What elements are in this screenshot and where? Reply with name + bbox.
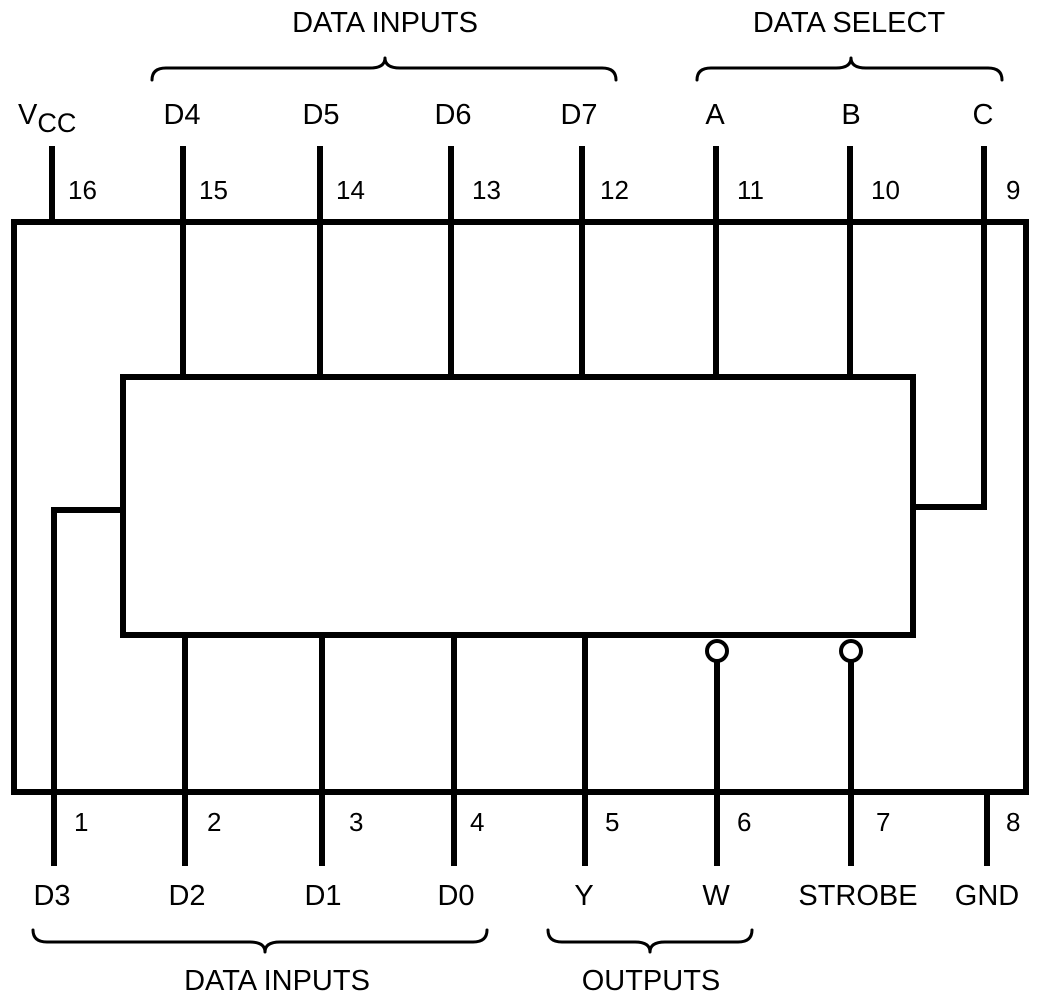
pin-14-name: D5 (302, 99, 339, 131)
package-outline (11, 219, 1029, 795)
pin-4-number: 4 (470, 807, 484, 837)
pin-4-name: D0 (437, 880, 474, 912)
pin-6-number: 6 (737, 807, 751, 837)
pin-9-number: 9 (1006, 175, 1020, 205)
pin-6-name: W (702, 880, 730, 912)
pin-15-name: D4 (163, 99, 200, 131)
pin-7-number: 7 (876, 807, 890, 837)
top-data-inputs-brace (150, 56, 618, 82)
pin-7-name: STROBE (798, 880, 917, 912)
pin-10-name: B (841, 99, 860, 131)
pin-2-name: D2 (168, 880, 205, 912)
data-select-label: DATA SELECT (753, 7, 946, 39)
pin-9-name: C (973, 99, 994, 131)
pin-1-name: D3 (33, 880, 70, 912)
pin-12-name: D7 (560, 99, 597, 131)
outputs-label: OUTPUTS (582, 965, 721, 997)
pin-12-number: 12 (600, 175, 629, 205)
logic-block (120, 374, 916, 638)
pin-7-inversion-bubble (839, 639, 863, 663)
pin-16-name: VCC (18, 99, 76, 138)
pin-2-number: 2 (207, 807, 221, 837)
pin-14-number: 14 (336, 175, 365, 205)
pin-5-number: 5 (605, 807, 619, 837)
pin-6-inversion-bubble (705, 639, 729, 663)
bottom-data-inputs-brace (31, 928, 489, 954)
pin-10-number: 10 (871, 175, 900, 205)
outputs-brace (546, 928, 754, 954)
top-data-inputs-label: DATA INPUTS (292, 7, 478, 39)
pin-11-number: 11 (737, 175, 764, 205)
pin-9-lead (913, 146, 987, 510)
pin-3-number: 3 (349, 807, 363, 837)
pin-16-number: 16 (68, 175, 97, 205)
data-select-brace (695, 56, 1004, 82)
pin-8-name: GND (955, 880, 1019, 912)
pin-11-name: A (705, 99, 725, 131)
pin-1-number: 1 (74, 807, 88, 837)
pin-1-lead (51, 507, 123, 866)
pin-15-number: 15 (199, 175, 228, 205)
pin-3-name: D1 (304, 880, 341, 912)
pin-5-name: Y (574, 880, 593, 912)
pin-13-name: D6 (434, 99, 471, 131)
pin-8-number: 8 (1006, 807, 1020, 837)
bottom-data-inputs-label: DATA INPUTS (184, 965, 370, 997)
pin-13-number: 13 (472, 175, 501, 205)
